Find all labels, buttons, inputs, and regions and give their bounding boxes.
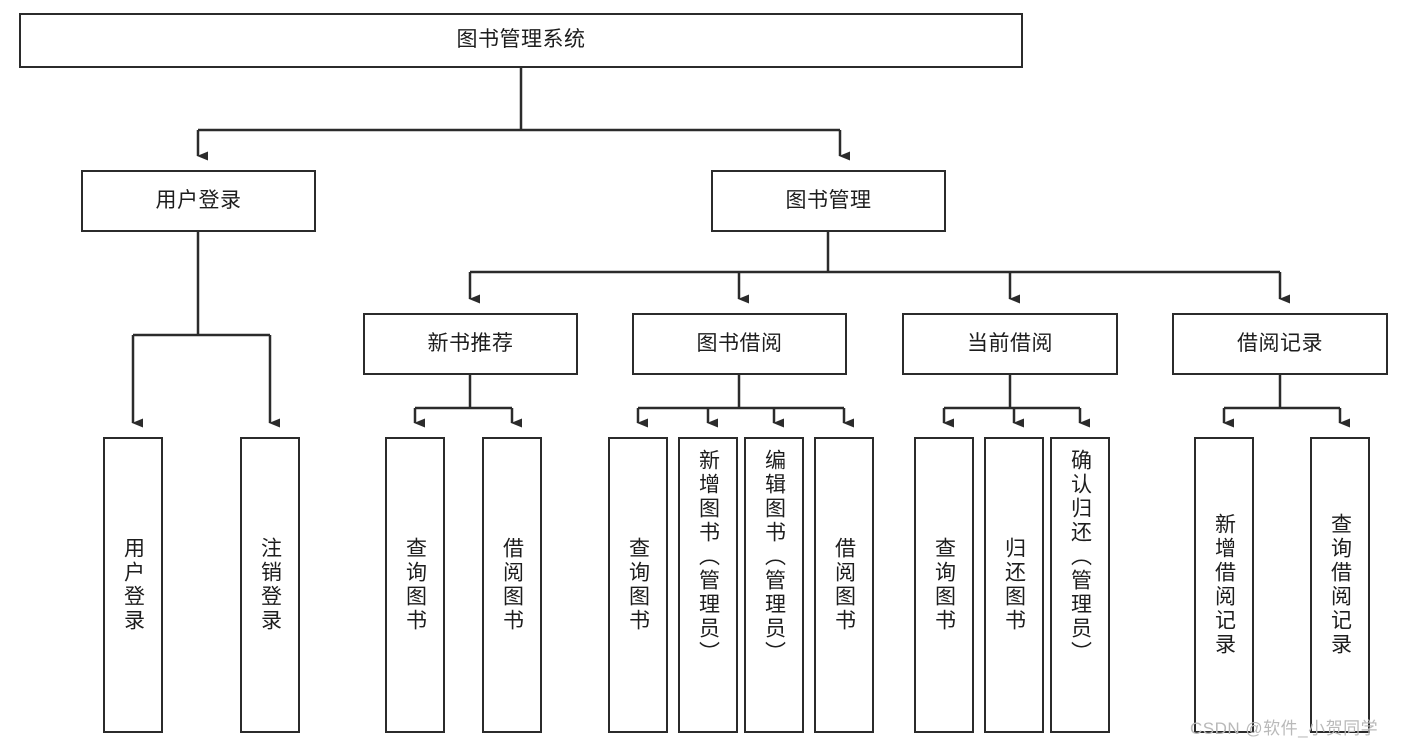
node-leaf-user-login-label: 用户登录 xyxy=(121,537,145,633)
node-leaf-confirm-return-admin-label: 确认归还（管理员） xyxy=(1068,449,1092,665)
node-book-borrow-label: 图书借阅 xyxy=(696,331,783,355)
node-book-manage[interactable]: 图书管理 xyxy=(711,170,946,232)
node-leaf-query-book-3[interactable]: 查询图书 xyxy=(914,437,974,733)
node-leaf-query-borrow-record[interactable]: 查询借阅记录 xyxy=(1310,437,1370,733)
node-new-book-recommend[interactable]: 新书推荐 xyxy=(363,313,578,375)
node-leaf-query-book-2[interactable]: 查询图书 xyxy=(608,437,668,733)
node-root-label: 图书管理系统 xyxy=(456,28,586,52)
node-leaf-query-book-1-label: 查询图书 xyxy=(403,537,427,633)
node-new-book-recommend-label: 新书推荐 xyxy=(427,331,514,355)
node-borrow-record[interactable]: 借阅记录 xyxy=(1172,313,1388,375)
node-leaf-query-book-3-label: 查询图书 xyxy=(932,537,956,633)
node-leaf-confirm-return-admin[interactable]: 确认归还（管理员） xyxy=(1050,437,1110,733)
node-root-system[interactable]: 图书管理系统 xyxy=(19,13,1023,68)
node-user-login[interactable]: 用户登录 xyxy=(81,170,316,232)
node-leaf-add-book-admin[interactable]: 新增图书（管理员） xyxy=(678,437,738,733)
node-leaf-add-book-admin-label: 新增图书（管理员） xyxy=(696,449,720,665)
node-leaf-query-book-2-label: 查询图书 xyxy=(626,537,650,633)
node-current-borrow-label: 当前借阅 xyxy=(967,331,1053,355)
node-book-manage-label: 图书管理 xyxy=(785,188,872,212)
node-leaf-logout-label: 注销登录 xyxy=(258,537,282,633)
node-borrow-record-label: 借阅记录 xyxy=(1237,331,1323,355)
node-leaf-user-login[interactable]: 用户登录 xyxy=(103,437,163,733)
node-leaf-edit-book-admin-label: 编辑图书（管理员） xyxy=(762,449,786,665)
node-current-borrow[interactable]: 当前借阅 xyxy=(902,313,1118,375)
node-leaf-return-book[interactable]: 归还图书 xyxy=(984,437,1044,733)
node-leaf-borrow-book-1[interactable]: 借阅图书 xyxy=(482,437,542,733)
node-leaf-logout[interactable]: 注销登录 xyxy=(240,437,300,733)
node-leaf-add-borrow-record[interactable]: 新增借阅记录 xyxy=(1194,437,1254,733)
node-leaf-borrow-book-2-label: 借阅图书 xyxy=(832,537,856,633)
node-leaf-query-book-1[interactable]: 查询图书 xyxy=(385,437,445,733)
node-leaf-return-book-label: 归还图书 xyxy=(1002,537,1026,633)
node-leaf-add-borrow-record-label: 新增借阅记录 xyxy=(1212,513,1236,657)
node-user-login-label: 用户登录 xyxy=(155,188,242,212)
node-leaf-query-borrow-record-label: 查询借阅记录 xyxy=(1328,513,1352,657)
node-book-borrow[interactable]: 图书借阅 xyxy=(632,313,847,375)
node-leaf-borrow-book-1-label: 借阅图书 xyxy=(500,537,524,633)
node-leaf-borrow-book-2[interactable]: 借阅图书 xyxy=(814,437,874,733)
node-leaf-edit-book-admin[interactable]: 编辑图书（管理员） xyxy=(744,437,804,733)
